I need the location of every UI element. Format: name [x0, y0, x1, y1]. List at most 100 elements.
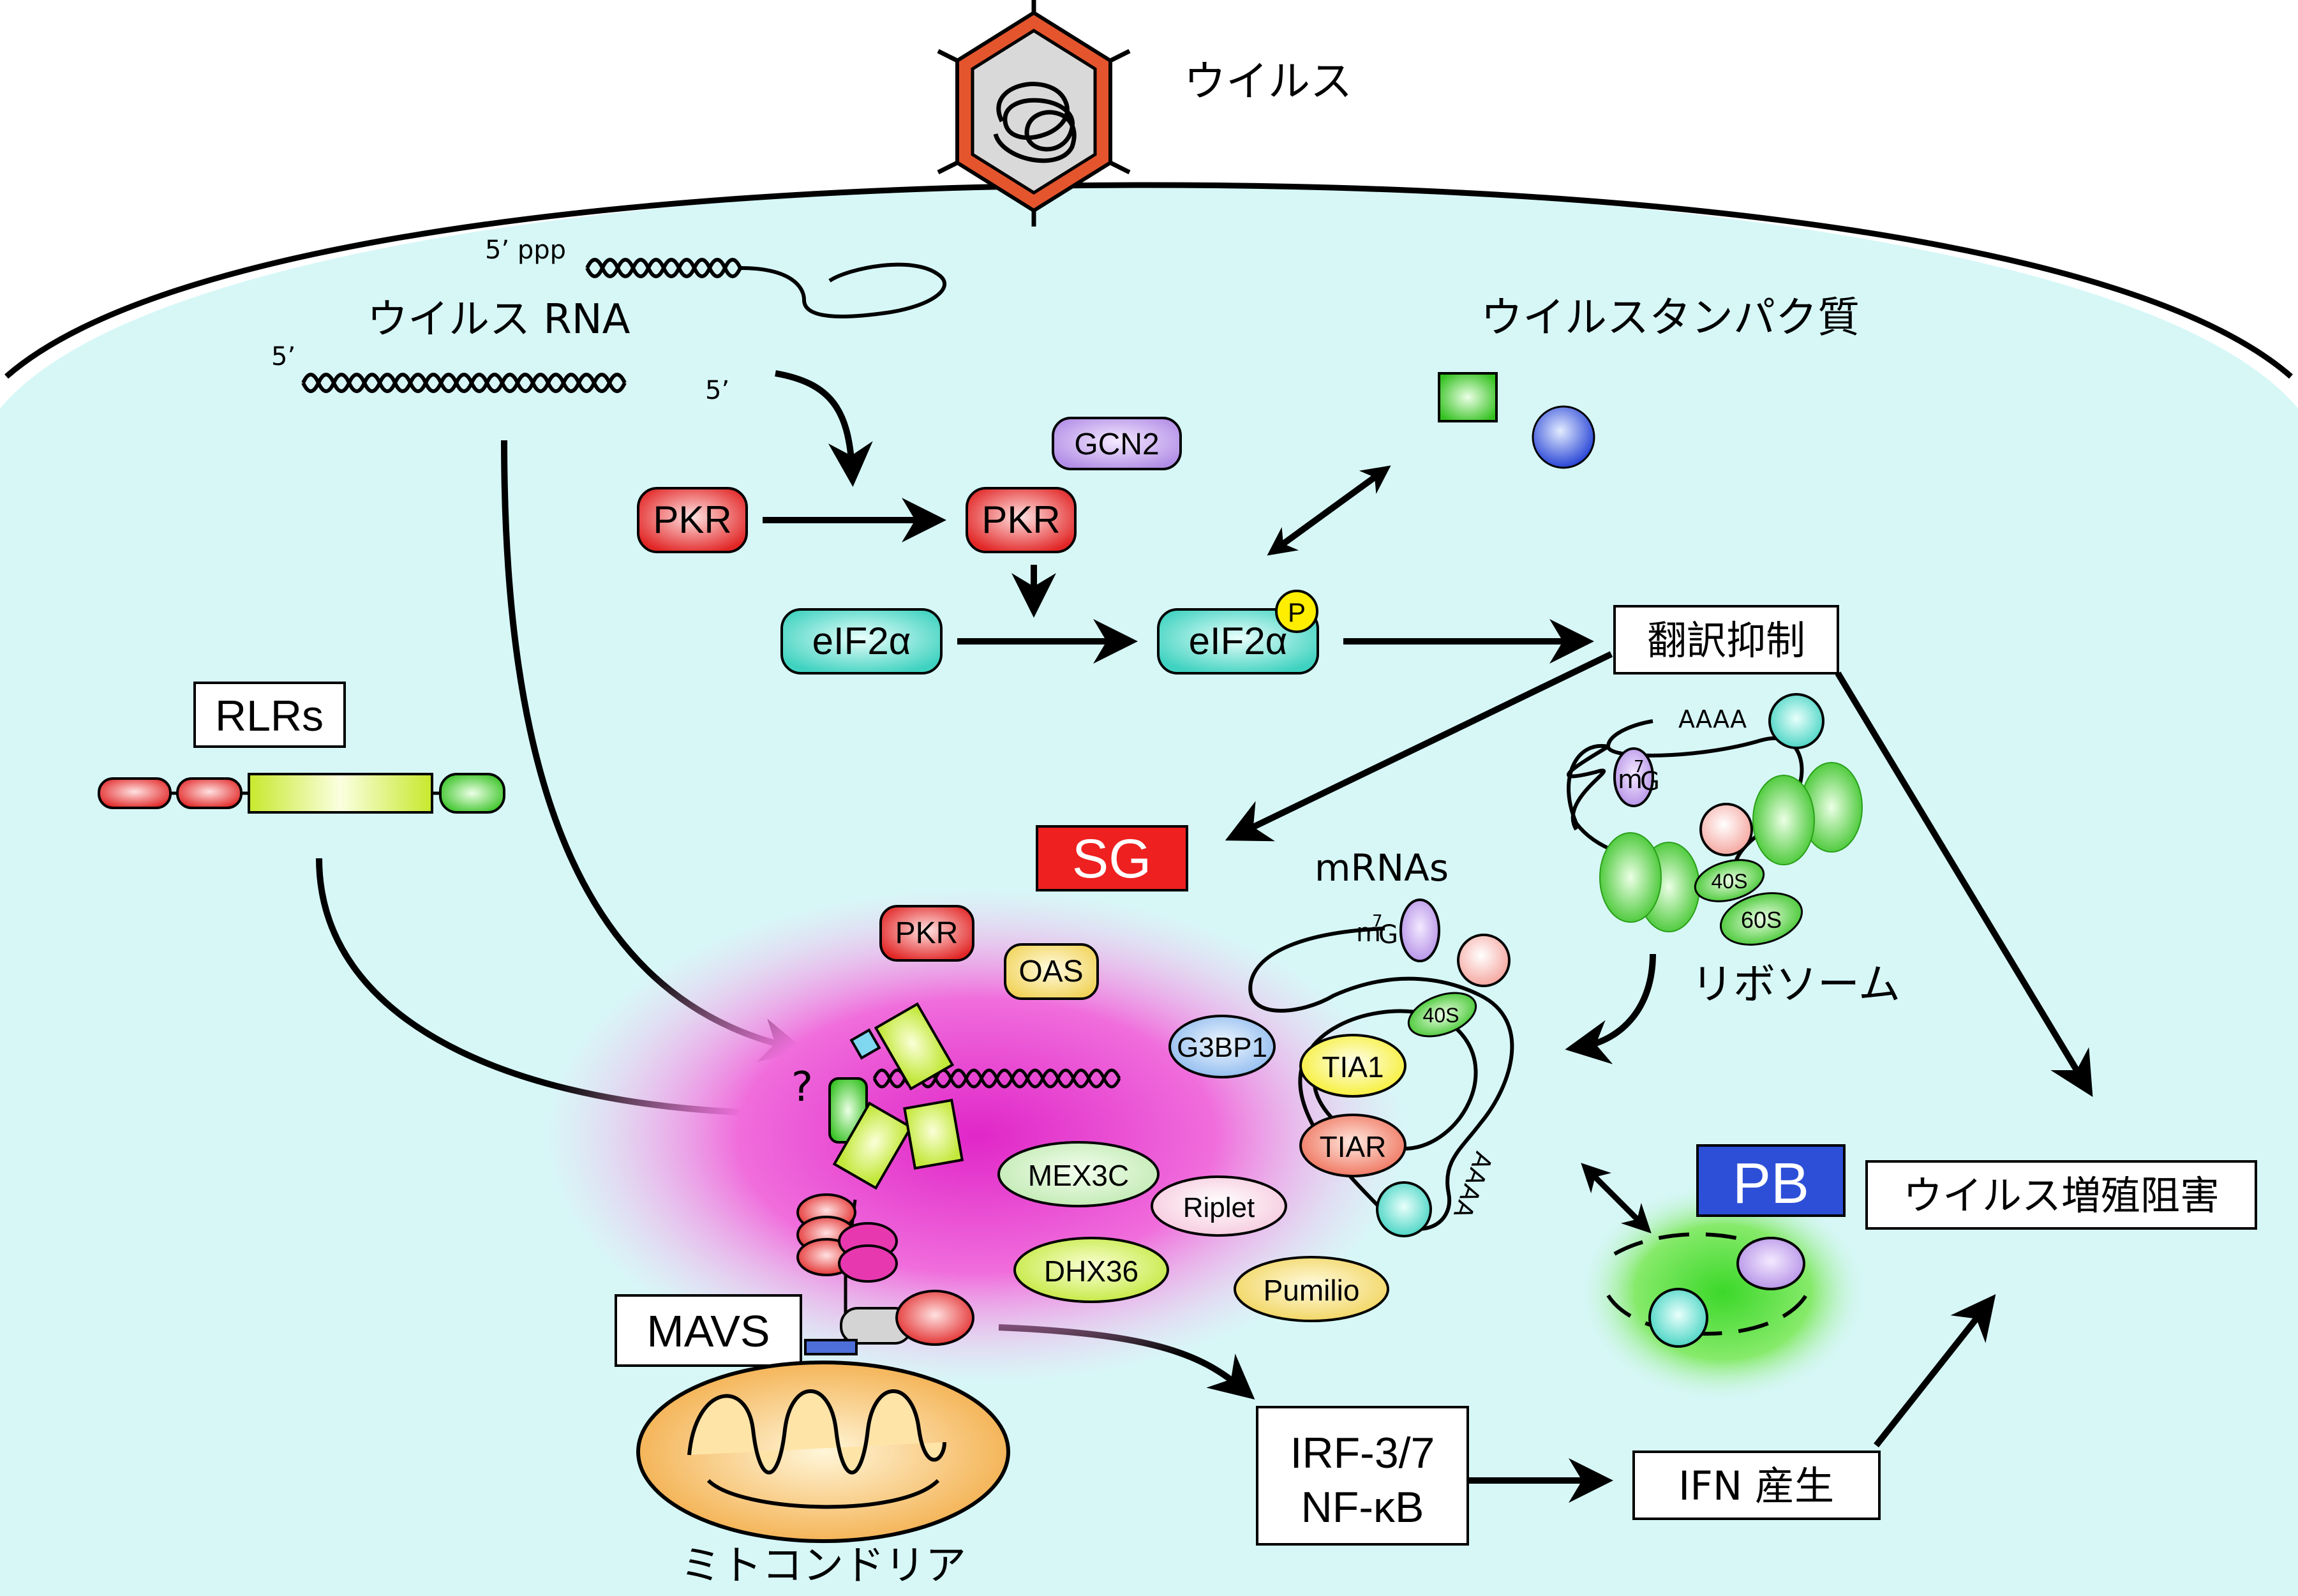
- virus-label: ウイルス: [1184, 57, 1352, 106]
- mrna-label: mRNAs: [1315, 846, 1449, 890]
- ribosome-cap-7: 7: [1634, 757, 1645, 777]
- sg-dhx36-label: DHX36: [1044, 1255, 1138, 1288]
- pkr-input-label: PKR: [653, 498, 731, 541]
- irf-line2: NF-κB: [1301, 1483, 1424, 1532]
- ifn-label: IFN 産生: [1678, 1463, 1834, 1509]
- mrna-cap-7: 7: [1372, 912, 1383, 931]
- antiviral-box: [1865, 1160, 2257, 1230]
- mrna-g3bp1: [1168, 1015, 1276, 1078]
- ribosome-green-4: [1599, 832, 1662, 923]
- sg-riplet-label: Riplet: [1183, 1192, 1255, 1223]
- arrow-rna-to-pkr: [775, 370, 873, 487]
- cell-membrane-line: [4, 182, 2293, 379]
- ribosome-40s: [1694, 859, 1765, 902]
- viral-protein-sphere-icon: [1532, 405, 1595, 469]
- sg-pumilio: [1234, 1256, 1389, 1322]
- rna-5prime-right: 5’: [705, 376, 729, 405]
- ribosome-ball: [1699, 803, 1753, 856]
- arrow-eif2ap-viral-protein: [1267, 465, 1391, 556]
- mito-label: ミトコンドリア: [680, 1542, 966, 1590]
- irf-box: [1256, 1406, 1469, 1546]
- pkr-active-label: PKR: [981, 498, 1060, 541]
- pb-purple: [1736, 1237, 1805, 1290]
- arrow-inhibition-to-antiviral: [1835, 671, 2093, 1097]
- ifn-box: [1632, 1451, 1881, 1520]
- mrna-ball: [1457, 934, 1511, 987]
- mrna-tiar: [1299, 1114, 1406, 1177]
- mrna-40s-label: 40S: [1423, 1004, 1459, 1027]
- sg-pkr-box: [879, 905, 974, 962]
- mrna-cap-g: G: [1378, 920, 1398, 950]
- sg-dhx36: [1013, 1237, 1169, 1303]
- phospho-badge: [1275, 590, 1318, 633]
- sg-riplet: [1151, 1175, 1287, 1237]
- viral-rna-5ppp: [585, 258, 947, 318]
- viral-rna-label: ウイルス RNA: [367, 296, 630, 343]
- ribosome-green-2: [1752, 775, 1815, 865]
- arrow-ifn-to-antiviral: [1874, 1294, 1996, 1448]
- mrna-tia1: [1299, 1034, 1406, 1098]
- mrna-cap-m: m: [1356, 918, 1381, 948]
- pb-teal: [1648, 1288, 1708, 1348]
- sg-granule: [542, 887, 1410, 1385]
- viral-protein-label: ウイルスタンパク質: [1481, 293, 1860, 342]
- irf-line1: IRF-3/7: [1290, 1429, 1435, 1477]
- pkr-input-box: [637, 487, 748, 553]
- pb-granule: [1576, 1181, 1870, 1404]
- sg-label: SG: [1072, 828, 1151, 890]
- viral-rna-dsrna: [301, 373, 627, 393]
- mrna-g3bp1-label: G3BP1: [1177, 1032, 1267, 1063]
- arrow-ribosome-to-sg: [1565, 953, 1656, 1064]
- sg-label-box: [1036, 825, 1188, 891]
- pathway-arrows: [316, 370, 2093, 1503]
- ribosome-60s-label: 60S: [1741, 907, 1782, 933]
- eif2a-input-box: [780, 608, 943, 675]
- ribosome-40s-label: 40S: [1712, 870, 1748, 893]
- antiviral-label: ウイルス増殖阻害: [1903, 1172, 2220, 1219]
- ribosome-60s: [1719, 892, 1803, 946]
- sg-pkr-label: PKR: [895, 916, 959, 950]
- ribosome-label: リボソーム: [1691, 960, 1900, 1009]
- translation-inhibition-label: 翻訳抑制: [1647, 617, 1805, 664]
- mrna-polya-ball: [1376, 1181, 1432, 1237]
- arrow-inhibition-to-sg: [1225, 651, 1613, 842]
- rlrs-box: [193, 682, 346, 748]
- viral-protein-square-icon: [1438, 372, 1498, 422]
- mrna-tiar-label: TIAR: [1320, 1130, 1387, 1163]
- sg-mex3c-label: MEX3C: [1028, 1159, 1129, 1192]
- pb-label-box: [1696, 1144, 1846, 1217]
- sg-oas-label: OAS: [1018, 955, 1083, 988]
- mrna-tia1-label: TIA1: [1322, 1050, 1384, 1084]
- ribosome-cap: [1613, 747, 1654, 807]
- translation-inhibition-box: [1613, 605, 1839, 675]
- phospho-label: P: [1288, 597, 1306, 627]
- ribosome-cap-m: m: [1618, 765, 1643, 794]
- arrow-sg-pb-exchange: [1581, 1163, 1652, 1234]
- sg-pumilio-label: Pumilio: [1264, 1274, 1360, 1307]
- rlr-domain-icon: [98, 773, 505, 814]
- virus-icon: [937, 0, 1131, 227]
- eif2a-p-box: [1157, 608, 1319, 675]
- mrna-strand: [1248, 927, 1514, 1231]
- mrna-cap: [1399, 899, 1440, 962]
- ribosome-polya-ball: [1768, 693, 1824, 749]
- rna-5prime-left: 5’: [271, 342, 295, 371]
- eif2a-p-label: eIF2α: [1189, 620, 1288, 662]
- rlr-complex-icon: [796, 1002, 1121, 1355]
- ribosome-cap-g: G: [1640, 767, 1660, 796]
- eif2a-input-label: eIF2α: [812, 620, 911, 662]
- gcn2-label: GCN2: [1074, 428, 1159, 461]
- sg-oas-box: [1004, 943, 1099, 1000]
- mitochondria-icon: [636, 1361, 1010, 1543]
- mavs-label: MAVS: [646, 1306, 770, 1356]
- pkr-active-box: [966, 487, 1077, 553]
- rlrs-label: RLRs: [215, 692, 324, 740]
- pb-label: PB: [1733, 1152, 1809, 1216]
- mrna-40s: [1407, 992, 1477, 1038]
- sg-question-mark: ?: [791, 1064, 813, 1111]
- mavs-box: [615, 1294, 802, 1367]
- ribosome-polya: AAAA: [1678, 705, 1747, 733]
- rna-5ppp-label: 5’ ppp: [485, 235, 566, 265]
- sg-mex3c: [997, 1141, 1160, 1207]
